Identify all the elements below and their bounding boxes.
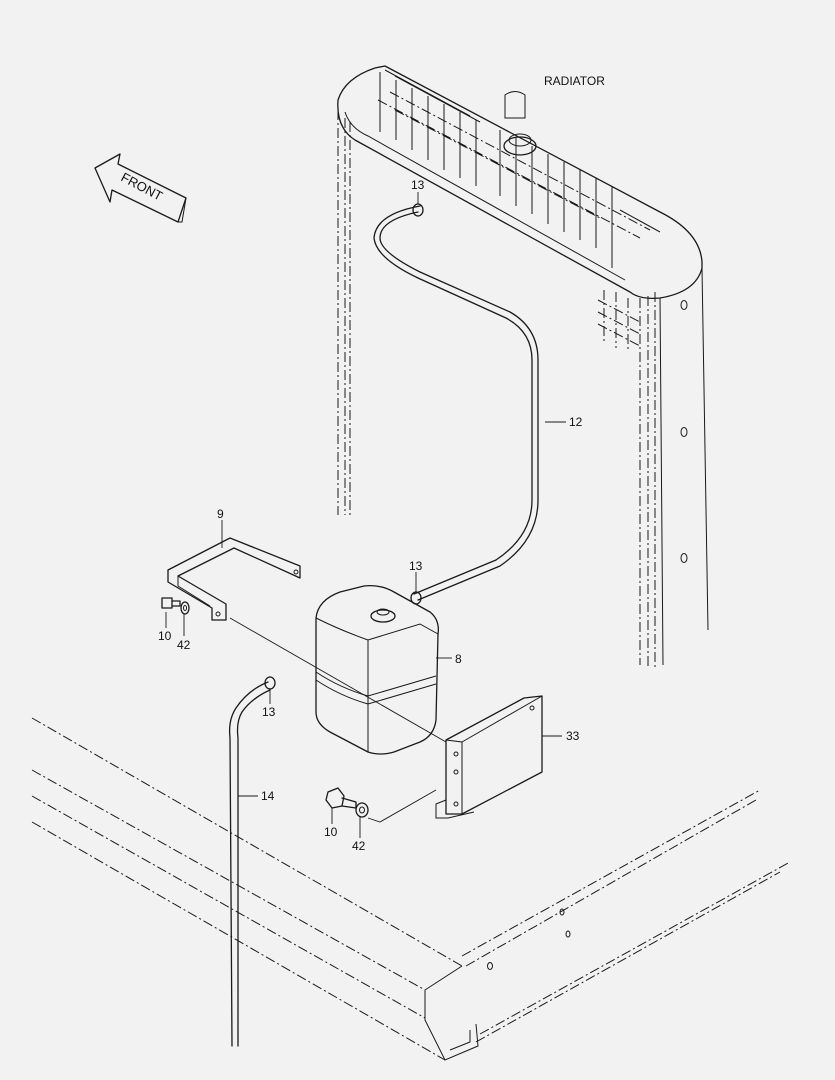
washer-42-upper xyxy=(180,601,190,615)
front-label: FRONT xyxy=(119,169,166,203)
washer-42-lower xyxy=(355,802,369,818)
radiator xyxy=(337,65,709,670)
clamp-13-overflow xyxy=(264,676,276,690)
callout-42-upper: 42 xyxy=(177,638,191,652)
callout-33: 33 xyxy=(566,729,580,743)
bolt-10-upper xyxy=(161,597,181,609)
callout-13-overflow: 13 xyxy=(262,705,276,719)
frame-outline xyxy=(31,717,791,1061)
callout-10-upper: 10 xyxy=(158,629,172,643)
front-arrow: FRONT xyxy=(94,153,187,223)
reserve-tank-8 xyxy=(315,584,439,755)
hose-12 xyxy=(373,205,539,601)
callout-13-tank: 13 xyxy=(409,559,423,573)
bracket-9 xyxy=(167,537,301,621)
callout-10-lower: 10 xyxy=(324,825,338,839)
callout-12: 12 xyxy=(569,415,583,429)
callout-42-lower: 42 xyxy=(352,839,366,853)
bracket-33 xyxy=(435,695,543,819)
callout-9: 9 xyxy=(217,507,224,521)
callout-8: 8 xyxy=(455,652,462,666)
hose-14 xyxy=(228,681,271,1047)
radiator-title: RADIATOR xyxy=(544,74,605,88)
callout-14: 14 xyxy=(261,789,275,803)
callout-13-top: 13 xyxy=(411,178,425,192)
bolt-10-lower xyxy=(325,787,357,809)
